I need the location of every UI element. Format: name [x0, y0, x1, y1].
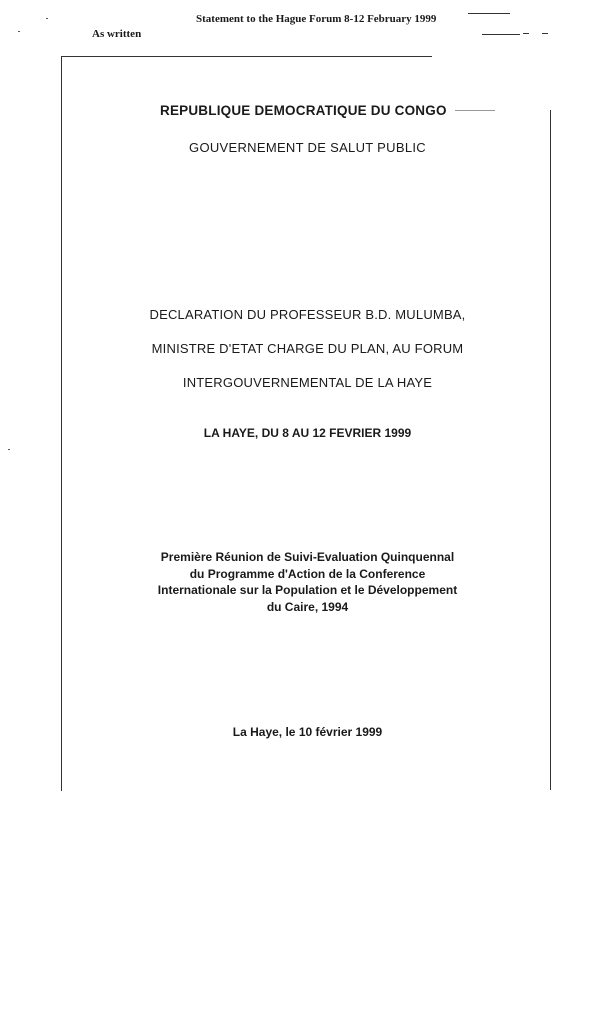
signature-date: La Haye, le 10 février 1999 — [232, 725, 383, 739]
scan-speck — [46, 18, 48, 19]
declaration-line-1: DECLARATION DU PROFESSEUR B.D. MULUMBA, — [149, 307, 466, 322]
as-written-note: As written — [92, 28, 142, 40]
declaration-line-2: MINISTRE D'ETAT CHARGE DU PLAN, AU FORUM — [151, 341, 464, 356]
scan-speck — [18, 31, 20, 32]
meeting-line-4: du Caire, 1994 — [266, 599, 349, 614]
frame-top-rule — [62, 56, 432, 57]
country-trailing-mark — [455, 110, 495, 111]
top-right-rule — [482, 34, 520, 35]
top-right-mark — [523, 33, 529, 34]
government-name: GOUVERNEMENT DE SALUT PUBLIC — [189, 140, 426, 155]
document-header-title: Statement to the Hague Forum 8-12 Februa… — [196, 13, 437, 25]
top-right-mark-2 — [542, 33, 548, 34]
meeting-line-3: Internationale sur la Population et le D… — [157, 583, 458, 597]
forum-dates: LA HAYE, DU 8 AU 12 FEVRIER 1999 — [203, 426, 412, 440]
meeting-description: Première Réunion de Suivi-Evaluation Qui… — [0, 549, 615, 615]
scan-speck — [8, 449, 10, 450]
top-right-short-rule — [468, 13, 510, 14]
meeting-line-1: Première Réunion de Suivi-Evaluation Qui… — [160, 550, 455, 564]
frame-left-rule — [61, 56, 62, 791]
frame-right-rule — [550, 110, 551, 790]
country-name: REPUBLIQUE DEMOCRATIQUE DU CONGO — [160, 103, 447, 118]
meeting-line-2: du Programme d'Action de la Conference — [189, 566, 426, 581]
declaration-line-3: INTERGOUVERNEMENTAL DE LA HAYE — [182, 375, 433, 390]
